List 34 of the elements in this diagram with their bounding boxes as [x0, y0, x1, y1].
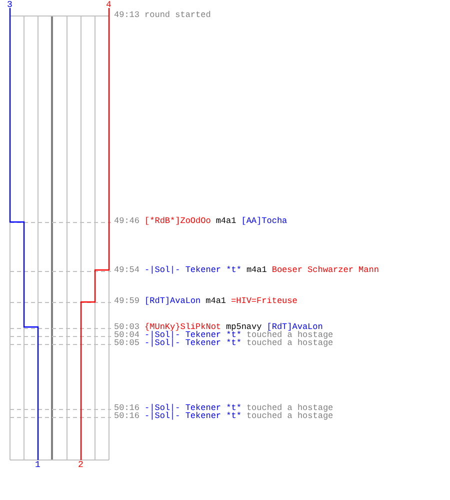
timestamp: 49:54 [114, 266, 140, 275]
weapon-name: m4a1 [216, 217, 236, 226]
team-count: 4 [106, 1, 112, 10]
player-name: [*RdB*]ZoOdOo [144, 217, 211, 226]
player-name: =HIV=Friteuse [231, 297, 298, 306]
player-name: -|Sol|- Tekener *t* [144, 339, 242, 348]
timestamp: 49:13 [114, 11, 140, 20]
timestamp: 50:05 [114, 339, 140, 348]
weapon-name: mp5navy [226, 323, 262, 332]
timestamp: 50:04 [114, 331, 140, 340]
event-text: touched a hostage [246, 412, 334, 421]
player-name: -|Sol|- Tekener *t* [144, 412, 242, 421]
player-name: Boeser Schwarzer Mann [272, 266, 379, 275]
timestamp: 49:59 [114, 297, 140, 306]
event-text: touched a hostage [246, 331, 334, 340]
weapon-name: m4a1 [206, 297, 226, 306]
player-name: -|Sol|- Tekener *t* [144, 266, 242, 275]
weapon-name: m4a1 [246, 266, 267, 275]
player-name: [AA]Tocha [241, 217, 288, 226]
player-name: [RdT]AvaLon [144, 297, 201, 306]
team-count: 1 [35, 461, 40, 470]
team-count: 3 [7, 1, 12, 10]
timestamp: 50:16 [114, 412, 140, 421]
team-count: 2 [78, 461, 84, 470]
player-name: -|Sol|- Tekener *t* [144, 331, 242, 340]
player-name: -|Sol|- Tekener *t* [144, 404, 242, 413]
timestamp: 49:46 [114, 217, 140, 226]
timestamp: 50:16 [114, 404, 140, 413]
event-text: round started [144, 11, 211, 20]
player-name: {MUnKy}SliPkNot [144, 323, 222, 332]
event-text: touched a hostage [246, 339, 334, 348]
event-text: touched a hostage [246, 404, 334, 413]
player-name: [RdT]AvaLon [266, 323, 323, 332]
timestamp: 50:03 [114, 323, 140, 332]
